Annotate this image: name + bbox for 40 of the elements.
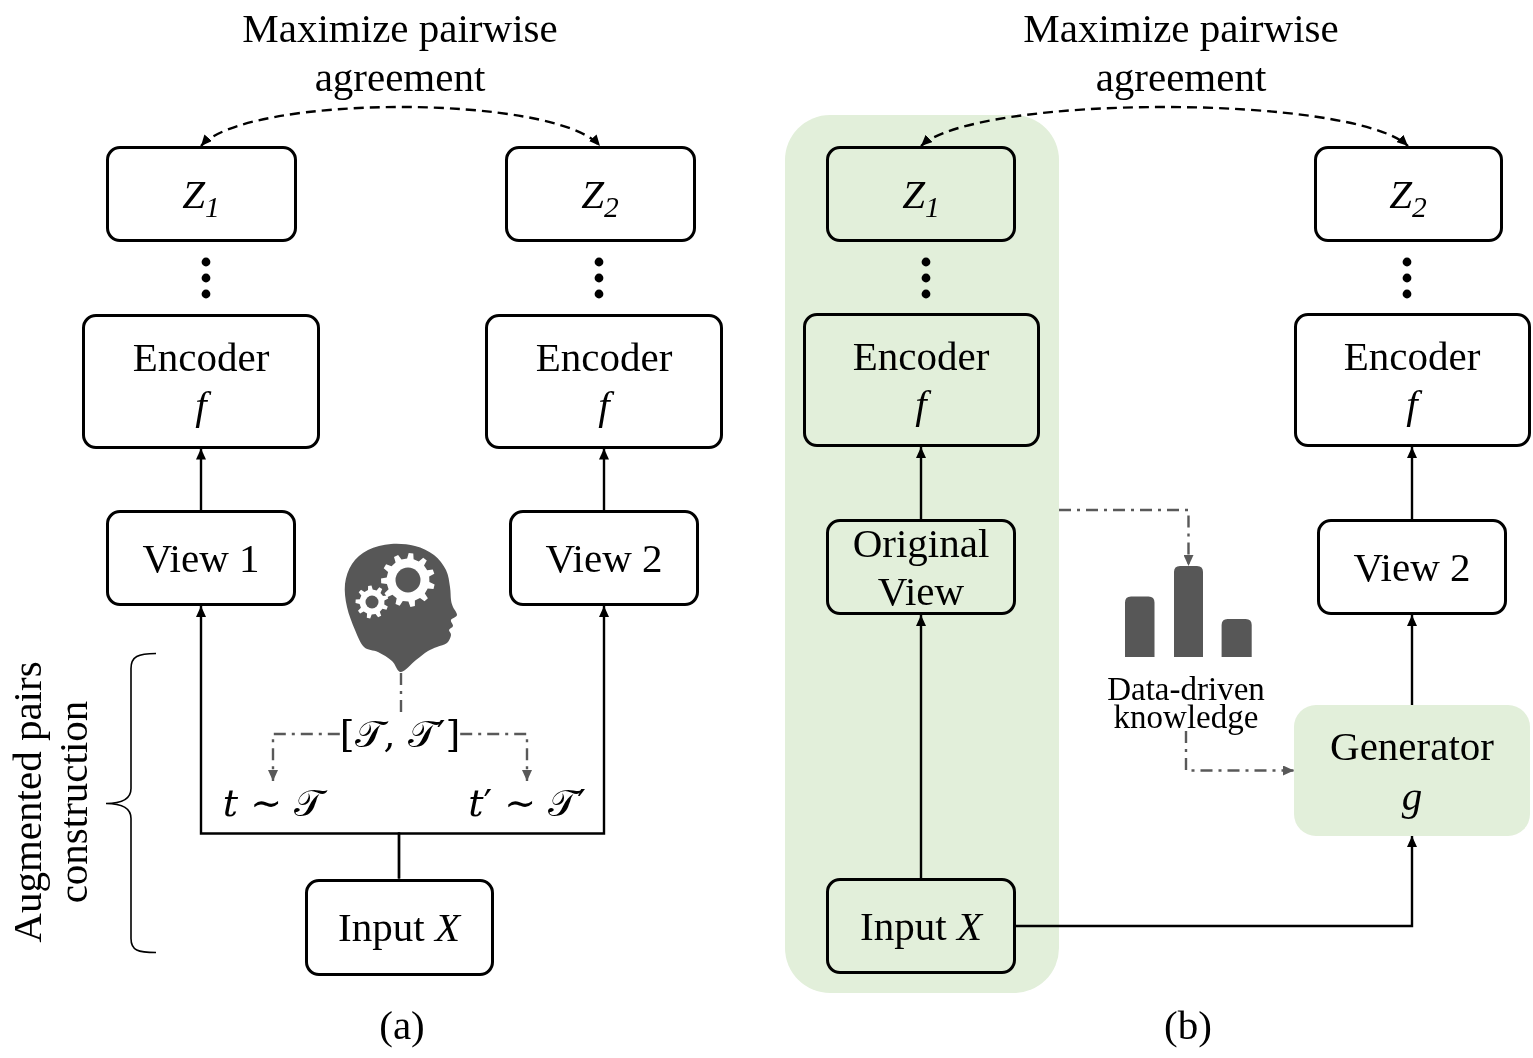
head-gears-icon (344, 543, 458, 673)
dashed-double-headed-arrow (200, 105, 601, 147)
view-box: View 1 (106, 510, 296, 606)
arrow (1407, 615, 1417, 705)
dashed-arrow (460, 732, 532, 781)
arrow (916, 447, 926, 519)
dashed-double-headed-arrow (920, 105, 1409, 148)
arrow (397, 606, 609, 879)
view-box: Original View (826, 519, 1016, 615)
arrow (1016, 836, 1417, 928)
formula: [𝒯, 𝒯′] (339, 712, 461, 756)
arrow (916, 615, 926, 878)
embedding-box: Z$_{2}$ (1313, 146, 1503, 242)
dashed-arrow (268, 732, 340, 781)
view-box: View 2 (1317, 519, 1507, 615)
encoder-box: Encoder f (802, 313, 1040, 447)
arrow (1407, 447, 1417, 519)
subfigure-label: (a) (379, 1000, 425, 1050)
subfigure-label: (b) (1164, 1000, 1212, 1050)
embedding-box: Z$_{1}$ (826, 146, 1016, 242)
annotation-text: Maximize pairwise agreement (1022, 4, 1340, 102)
shaded-panel (785, 115, 1059, 993)
arrow (196, 448, 206, 510)
arrow (599, 448, 609, 510)
view-box: View 2 (509, 510, 699, 606)
generator-box: Generator g (1294, 705, 1530, 836)
encoder-box: Encoder f (82, 313, 320, 449)
dashed-arrow (1059, 508, 1194, 566)
side-label: Augmented pairs construction (4, 660, 96, 945)
dashed-arrow (1184, 731, 1294, 776)
encoder-box: Encoder f (485, 313, 723, 449)
encoder-box: Encoder f (1293, 313, 1531, 447)
formula: t′ ∼ 𝒯′ (468, 781, 586, 825)
embedding-box: Z$_{2}$ (504, 146, 696, 242)
input-box: Input X (826, 878, 1016, 974)
input-box: Input X (304, 878, 494, 976)
annotation-text: Maximize pairwise agreement (241, 4, 559, 102)
dashed-line (399, 673, 403, 712)
embedding-box: Z$_{1}$ (105, 146, 297, 242)
bar-chart-icon (1125, 566, 1252, 657)
